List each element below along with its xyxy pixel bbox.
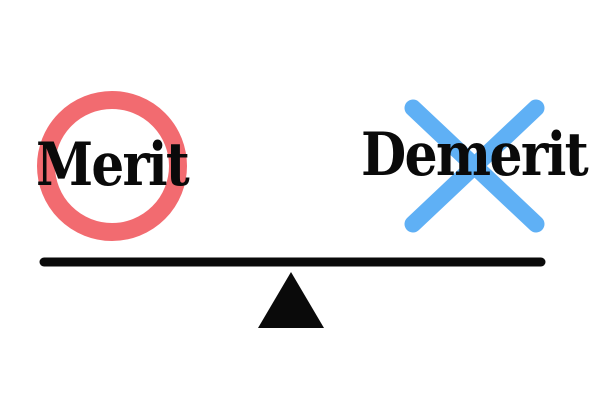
demerit-group: Demerit (361, 99, 591, 233)
scale-fulcrum (258, 272, 324, 328)
cross-icon (404, 99, 545, 233)
merit-label: Merit (36, 130, 190, 200)
demerit-label: Demerit (361, 120, 589, 190)
circle-icon (37, 91, 187, 241)
merit-group: Merit (36, 91, 192, 241)
